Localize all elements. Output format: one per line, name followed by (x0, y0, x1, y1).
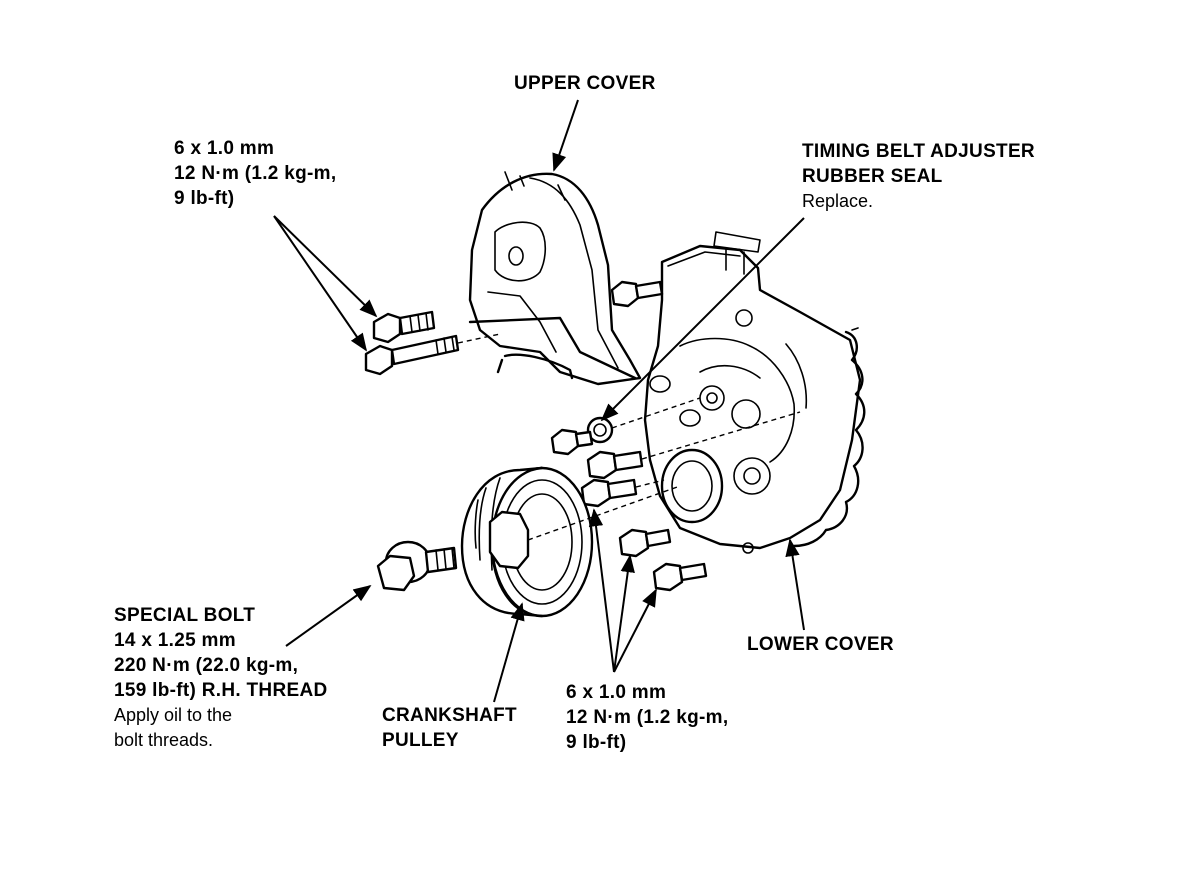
lower-cover-label: LOWER COVER (747, 632, 894, 657)
crankshaft-pulley-line-1: CRANKSHAFT (382, 705, 517, 726)
adjuster-seal-note: Replace. (802, 191, 874, 211)
lower-cover-part (643, 231, 866, 554)
bottom-bolt-size: 6 x 1.0 mm (566, 682, 667, 703)
upper-cover-part (468, 171, 642, 386)
special-bolt-torque-2: 159 lb-ft) R.H. THREAD (114, 680, 328, 701)
upper-bolt-long (364, 333, 501, 376)
special-bolt-note-1: Apply oil to the (114, 705, 233, 725)
mid-bolt-lower (580, 478, 665, 508)
top-bolt-torque-1: 12 N·m (1.2 kg-m, (174, 163, 337, 184)
leader-lines (273, 99, 805, 703)
special-bolt-size: 14 x 1.25 mm (114, 630, 236, 651)
bottom-bolt-torque-1: 12 N·m (1.2 kg-m, (566, 707, 729, 728)
top-bolt-spec-label: 6 x 1.0 mm 12 N·m (1.2 kg-m, 9 lb-ft) (174, 136, 336, 211)
top-cover-bolt (610, 280, 664, 308)
special-bolt-torque-1: 220 N·m (22.0 kg-m, (114, 655, 299, 676)
lower-bolt-1 (618, 528, 672, 558)
top-bolt-torque-2: 9 lb-ft) (174, 188, 235, 209)
lower-cover-text: LOWER COVER (747, 634, 894, 655)
special-bolt-note-2: bolt threads. (114, 730, 214, 750)
seal-bolt (550, 428, 594, 456)
adjuster-seal-title-2: RUBBER SEAL (802, 166, 943, 187)
adjuster-seal-label: TIMING BELT ADJUSTER RUBBER SEAL Replace… (802, 139, 1035, 214)
mid-bolt-upper (586, 411, 801, 480)
crankshaft-pulley-line-2: PULLEY (382, 730, 459, 751)
special-bolt-label: SPECIAL BOLT 14 x 1.25 mm 220 N·m (22.0 … (114, 603, 328, 753)
upper-cover-text: UPPER COVER (514, 73, 656, 94)
bottom-bolt-spec-label: 6 x 1.0 mm 12 N·m (1.2 kg-m, 9 lb-ft) (566, 680, 728, 755)
crankshaft-pulley-part (460, 466, 681, 618)
adjuster-seal-title-1: TIMING BELT ADJUSTER (802, 141, 1035, 162)
top-bolt-size: 6 x 1.0 mm (174, 138, 275, 159)
bottom-bolt-torque-2: 9 lb-ft) (566, 732, 627, 753)
crankshaft-pulley-label: CRANKSHAFT PULLEY (382, 703, 517, 753)
lower-bolt-2 (652, 562, 708, 592)
upper-bolt-short (372, 310, 436, 344)
adjuster-rubber-seal (586, 397, 701, 444)
special-bolt-title: SPECIAL BOLT (114, 605, 256, 626)
special-bolt-part (376, 540, 458, 592)
upper-cover-label: UPPER COVER (514, 71, 656, 96)
